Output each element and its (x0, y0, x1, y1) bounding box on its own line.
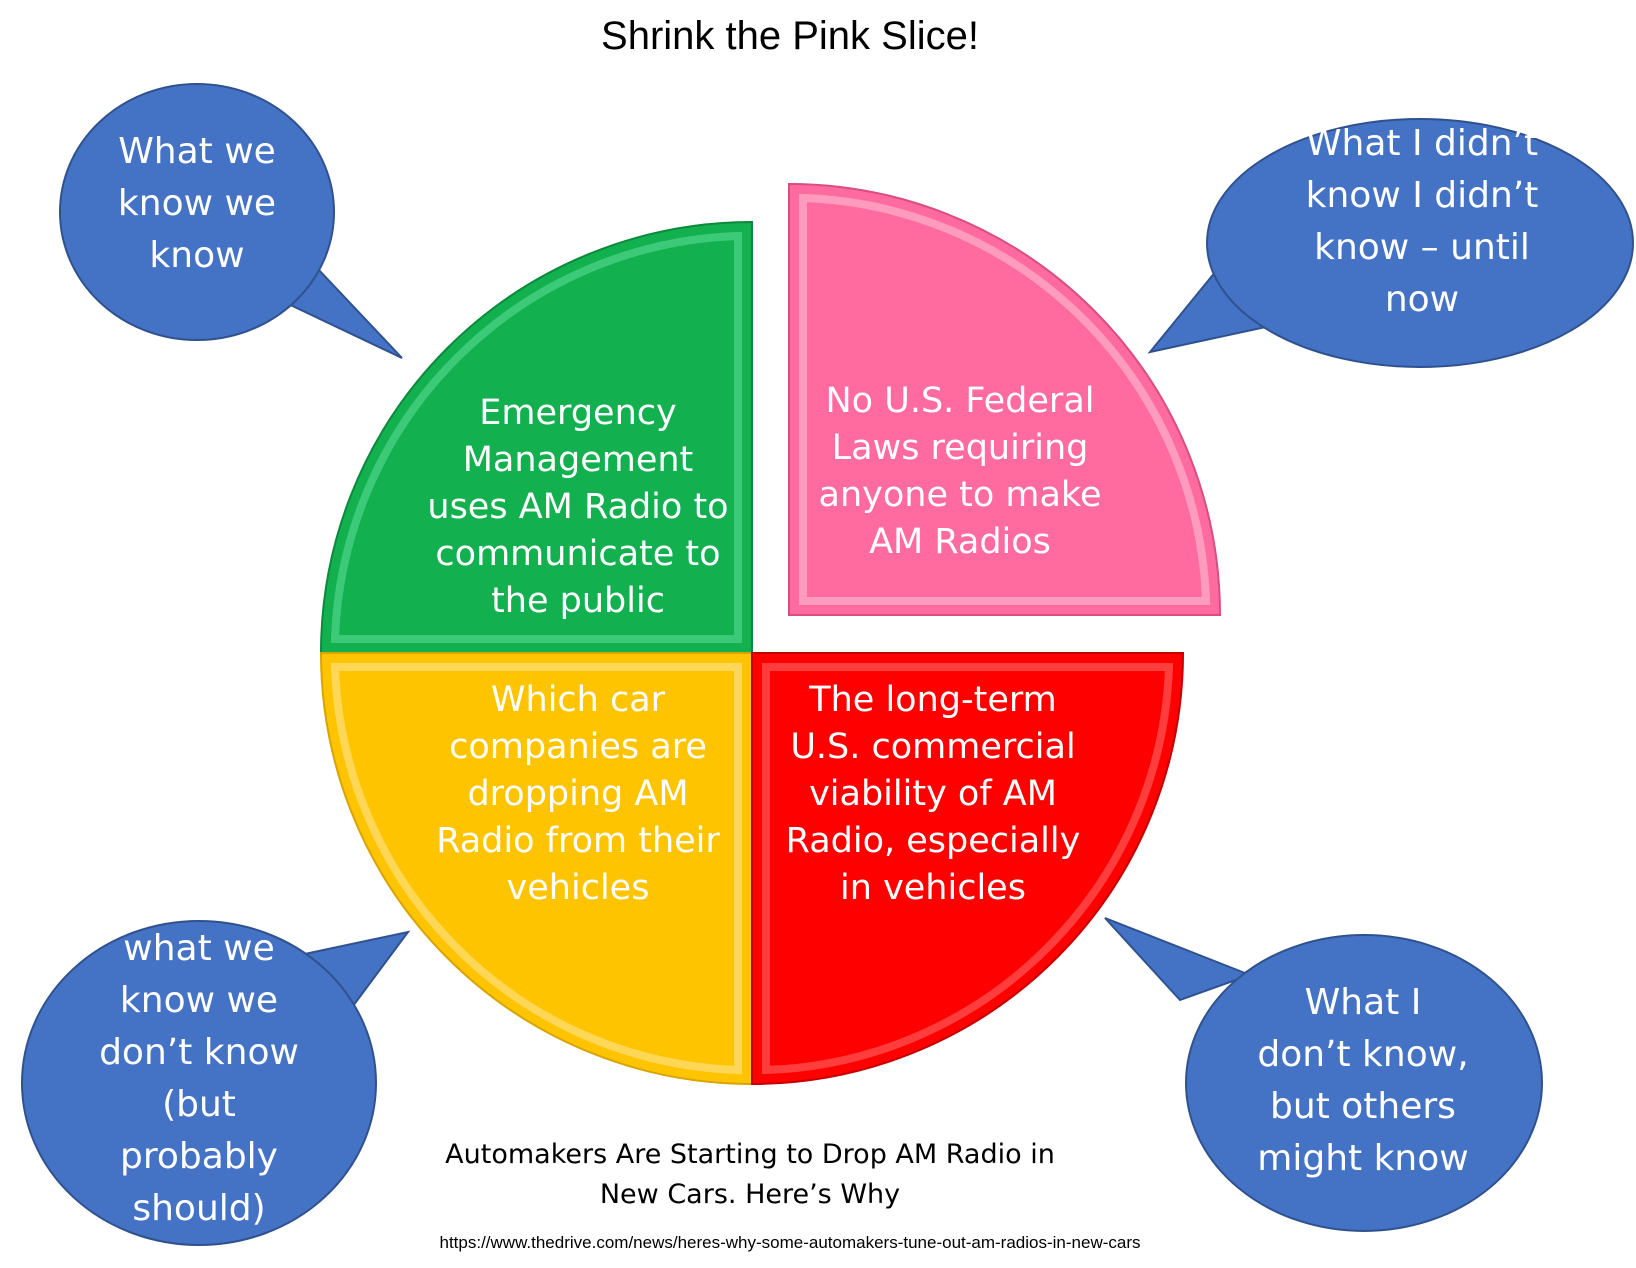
quadrant-yellow (319, 652, 753, 1086)
quadrant-green (319, 220, 753, 654)
bubble-top-right-text: What I didn’t know I didn’t know – until… (1305, 123, 1539, 320)
bubble-top-left (59, 83, 335, 341)
bubble-bottom-right-text: What I don’t know, but others might know (1257, 982, 1469, 1179)
quadrant-yellow-bevel (330, 663, 742, 1075)
quadrant-red-text: The long-term U.S. commercial viability … (785, 680, 1081, 908)
bubble-bottom-right (1185, 934, 1543, 1232)
bubble-tail-bottom-right (1104, 917, 1253, 1002)
quadrant-green-bevel (330, 231, 742, 643)
bubble-bottom-left-text: what we know we don’t know (but probably… (99, 928, 299, 1229)
article-title: Automakers Are Starting to Drop AM Radio… (445, 1139, 1055, 1210)
quadrant-pink-text: No U.S. Federal Laws requiring anyone to… (818, 381, 1102, 562)
quadrant-red-bevel (762, 663, 1174, 1075)
bubble-bottom-left (21, 920, 377, 1246)
quadrant-pink (788, 182, 1222, 616)
quadrant-pink-bevel (799, 193, 1211, 605)
bubble-top-right (1206, 118, 1634, 368)
diagram-title: Shrink the Pink Slice! (601, 14, 979, 58)
source-url[interactable]: https://www.thedrive.com/news/heres-why-… (439, 1233, 1141, 1252)
bubble-top-left-text: What we know we know (117, 131, 277, 276)
quadrant-red (751, 652, 1185, 1086)
quadrant-yellow-text: Which car companies are dropping AM Radi… (436, 680, 720, 908)
quadrant-green-text: Emergency Management uses AM Radio to co… (427, 393, 729, 621)
